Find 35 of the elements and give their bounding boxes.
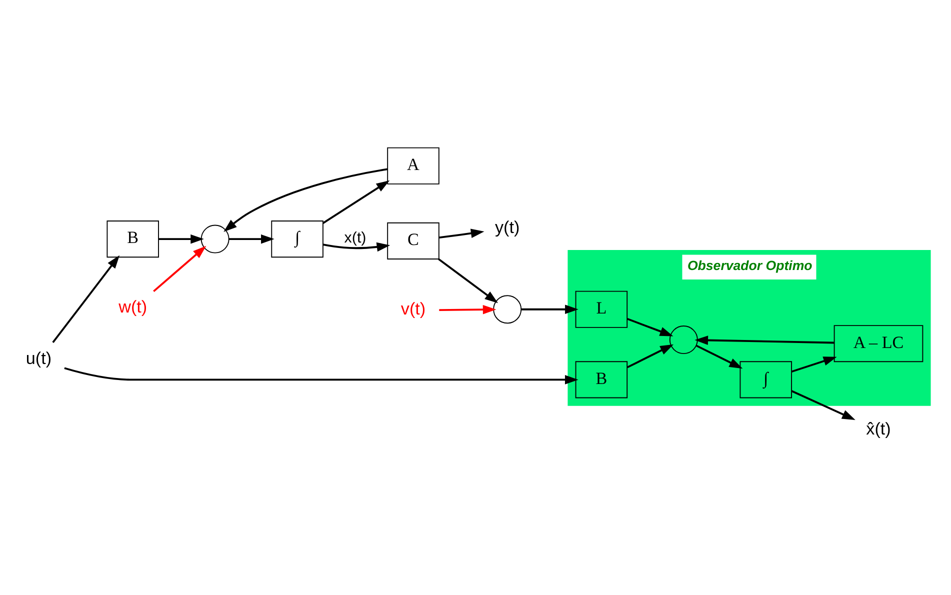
node-box: C	[387, 222, 440, 260]
arrow	[696, 344, 743, 369]
node-box: A	[387, 147, 440, 184]
node-box: ∫	[271, 220, 324, 258]
arrow	[322, 242, 390, 252]
node-circle	[493, 295, 522, 324]
node-box: B	[106, 220, 159, 258]
node-box: ∫	[740, 361, 792, 398]
arrow	[322, 180, 390, 224]
arrow	[694, 336, 834, 345]
node-circle	[200, 224, 230, 254]
arrow	[64, 367, 578, 384]
arrow	[522, 304, 578, 314]
node-text: v(t)	[400, 300, 426, 319]
arrow	[153, 246, 206, 292]
node-circle	[669, 326, 698, 354]
arrow	[439, 304, 496, 314]
node-text: y(t)	[494, 218, 520, 237]
arrow	[439, 228, 484, 239]
arrow	[627, 318, 674, 336]
arrow	[791, 356, 837, 373]
arrow	[224, 168, 388, 232]
node-text: x̂(t)	[866, 419, 891, 438]
edge-label: x(t)	[344, 230, 366, 247]
arrow	[52, 255, 120, 344]
node-box: B	[575, 361, 628, 398]
arrow	[228, 234, 274, 244]
arrow	[158, 234, 204, 244]
node-text: w(t)	[118, 298, 148, 317]
arrow	[438, 258, 498, 304]
arrow	[791, 390, 856, 420]
node-box: L	[575, 290, 628, 328]
node-box: A – LC	[834, 325, 924, 362]
arrow	[626, 344, 674, 368]
node-text: u(t)	[26, 348, 52, 368]
